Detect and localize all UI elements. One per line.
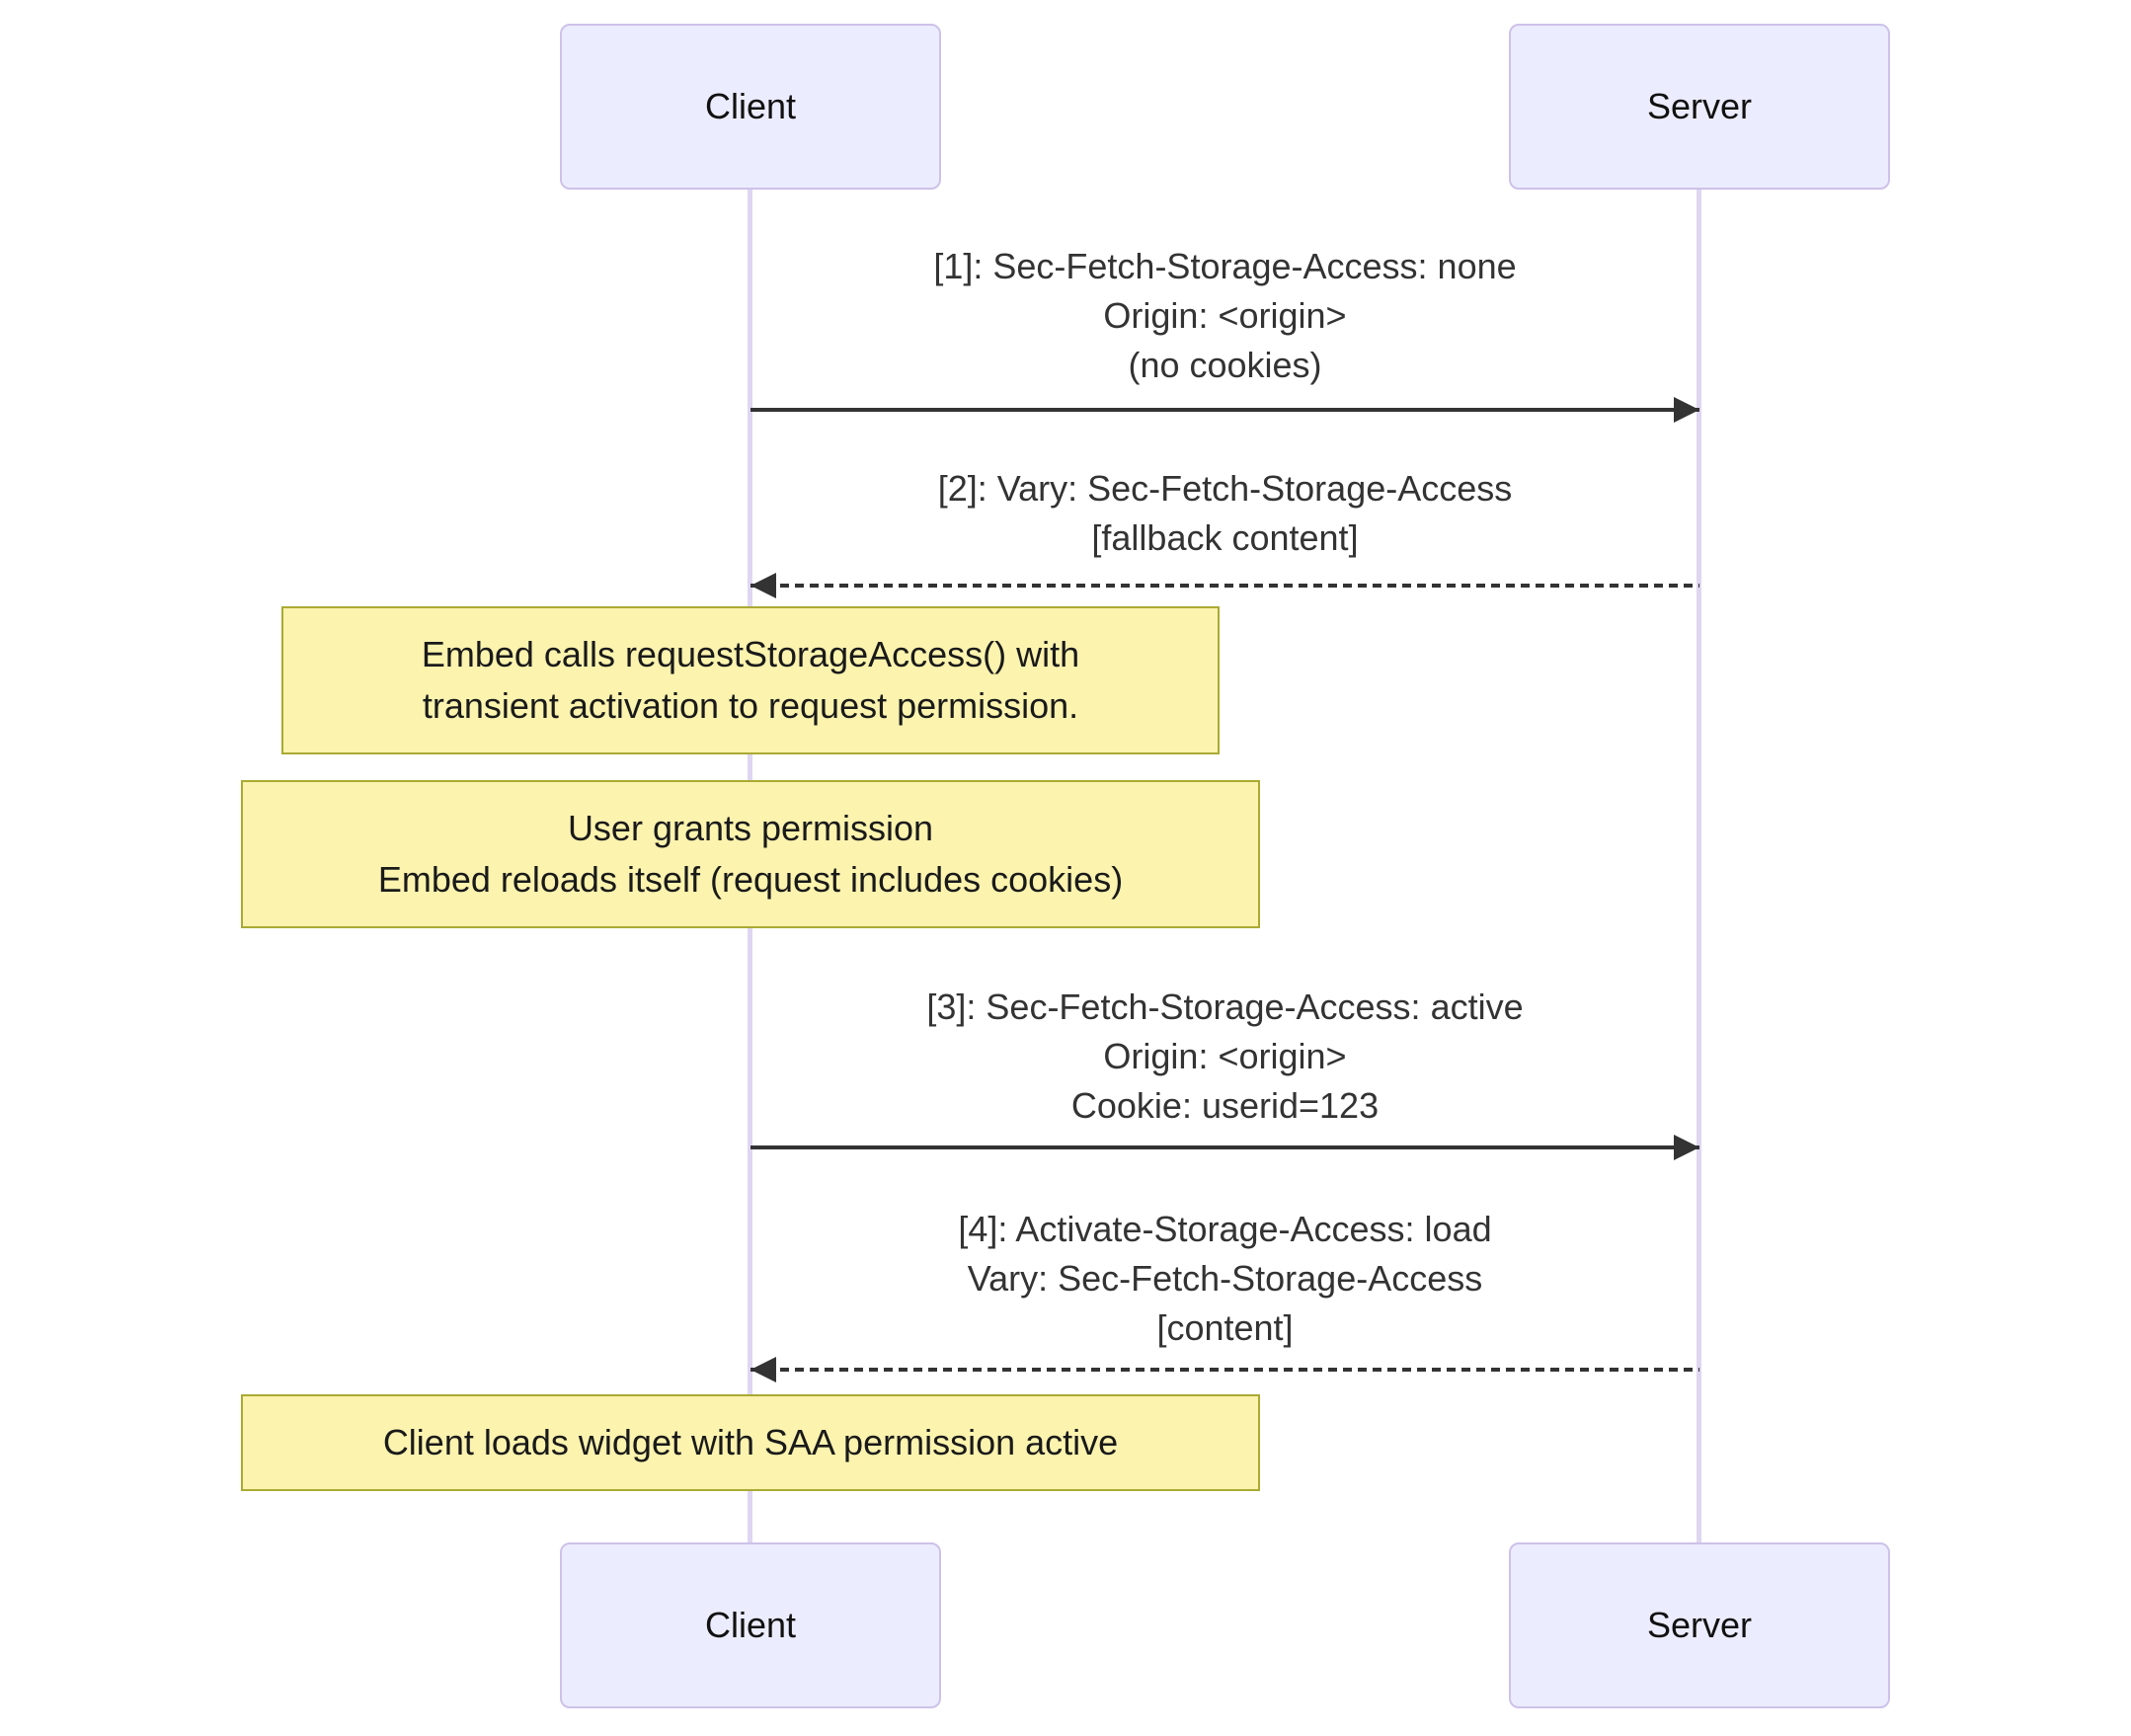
arrowhead-right-icon [1674,397,1699,423]
message-3-line-1: [3]: Sec-Fetch-Storage-Access: active [926,986,1524,1027]
actor-server-bottom-label: Server [1646,1605,1753,1645]
actor-client-top-label: Client [704,86,797,126]
actor-server-top: Server [1509,24,1890,190]
message-1-line-1: [1]: Sec-Fetch-Storage-Access: none [933,246,1517,286]
message-3-arrow [750,1145,1699,1149]
arrowhead-left-icon [750,573,776,598]
message-4-arrow [750,1368,1699,1372]
note-request-storage-access: Embed calls requestStorageAccess() with … [281,606,1220,754]
note-3-line-1: Client loads widget with SAA permission … [382,1422,1119,1462]
message-4-line-3: [content] [1156,1307,1294,1348]
note-user-grants-permission: User grants permission Embed reloads its… [241,780,1260,928]
message-1-line-2: Origin: <origin> [1103,295,1347,336]
message-1-arrow [750,408,1699,412]
message-3-text: [3]: Sec-Fetch-Storage-Access: active Or… [750,983,1699,1131]
actor-client-bottom: Client [560,1542,941,1708]
note-1-line-2: transient activation to request permissi… [422,685,1079,726]
message-4-line-2: Vary: Sec-Fetch-Storage-Access [967,1258,1483,1299]
note-2-line-1: User grants permission [567,808,934,848]
message-1-text: [1]: Sec-Fetch-Storage-Access: none Orig… [750,242,1699,390]
arrowhead-right-icon [1674,1135,1699,1160]
actor-client-bottom-label: Client [704,1605,797,1645]
message-4-text: [4]: Activate-Storage-Access: load Vary:… [750,1205,1699,1353]
actor-server-top-label: Server [1646,86,1753,126]
message-2-arrow [750,584,1699,588]
message-3-line-2: Origin: <origin> [1103,1036,1347,1076]
message-2-line-2: [fallback content] [1091,517,1359,558]
message-2-text: [2]: Vary: Sec-Fetch-Storage-Access [fal… [750,464,1699,563]
message-2-line-1: [2]: Vary: Sec-Fetch-Storage-Access [937,468,1513,509]
arrowhead-left-icon [750,1357,776,1382]
note-client-loads-widget: Client loads widget with SAA permission … [241,1394,1260,1491]
lifeline-server [1697,190,1701,1542]
message-3-line-3: Cookie: userid=123 [1070,1085,1380,1126]
note-2-line-2: Embed reloads itself (request includes c… [377,859,1124,900]
message-4-line-1: [4]: Activate-Storage-Access: load [958,1209,1492,1249]
actor-client-top: Client [560,24,941,190]
actor-server-bottom: Server [1509,1542,1890,1708]
message-1-line-3: (no cookies) [1128,345,1322,385]
note-1-line-1: Embed calls requestStorageAccess() with [421,634,1080,674]
